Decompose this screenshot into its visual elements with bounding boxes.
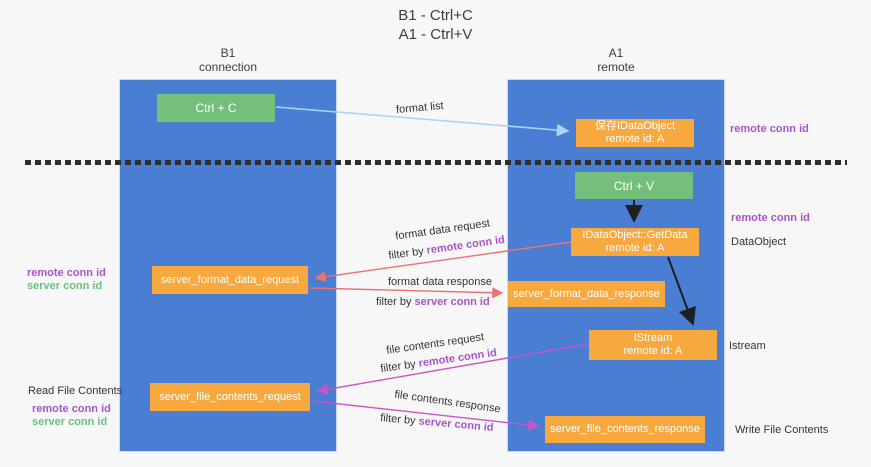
filter-by-text: filter by: [387, 244, 428, 263]
server-format-data-response-box: server_format_data_response: [508, 281, 665, 307]
title-line-1: B1 - Ctrl+C: [398, 7, 473, 24]
title-line-2: A1 - Ctrl+V: [398, 26, 473, 43]
server-file-contents-response-box: server_file_contents_response: [545, 416, 705, 443]
istream-line1: IStream: [633, 332, 673, 344]
server-format-data-request-label: server_format_data_request: [160, 273, 300, 286]
lane-b1-subtitle: connection: [198, 60, 258, 74]
istream-box: IStream remote id: A: [589, 330, 717, 360]
filter-by-text: filter by: [379, 412, 420, 428]
save-idataobject-box: 保存IDataObject remote id: A: [576, 119, 694, 147]
lane-a1-title: A1: [608, 46, 624, 60]
remote-conn-id-text: remote conn id: [425, 233, 506, 257]
format-list-label: format list: [395, 99, 445, 117]
idataobject-getdata-box: IDataObject::GetData remote id: A: [571, 228, 699, 256]
write-file-contents-note: Write File Contents: [735, 424, 829, 436]
getdata-line1: IDataObject::GetData: [582, 229, 688, 241]
ctrl-c-box: Ctrl + C: [157, 94, 275, 122]
server-format-data-request-box: server_format_data_request: [152, 266, 308, 294]
read-file-contents-note: Read File Contents: [28, 385, 123, 397]
server-conn-id-note-left-2: server conn id: [32, 416, 108, 428]
dataobject-note: DataObject: [731, 236, 787, 248]
lane-a1-subtitle: remote: [597, 60, 635, 74]
ctrl-c-label: Ctrl + C: [195, 101, 237, 115]
ctrl-v-box: Ctrl + V: [575, 172, 693, 199]
filter-by-server-conn-id-label-1: filter by server conn id: [376, 296, 490, 308]
server-format-data-response-label: server_format_data_response: [513, 287, 660, 300]
server-file-contents-request-label: server_file_contents_request: [159, 390, 301, 403]
lane-b1-title: B1: [220, 46, 236, 60]
server-conn-id-text: server conn id: [418, 415, 495, 434]
remote-conn-id-note-2: remote conn id: [731, 212, 810, 224]
save-idataobject-line2: remote id: A: [605, 133, 665, 145]
remote-conn-id-note-left-1: remote conn id: [27, 267, 106, 279]
remote-conn-id-note-left-2: remote conn id: [32, 403, 111, 415]
getdata-line2: remote id: A: [605, 242, 665, 254]
diagram-title: B1 - Ctrl+C A1 - Ctrl+V: [0, 6, 871, 44]
format-data-response-label: format data response: [388, 276, 492, 288]
format-data-response-arrow: [309, 287, 504, 299]
filter-by-text: filter by: [376, 296, 415, 308]
phase-separator-dashed-line: [25, 160, 847, 165]
server-conn-id-text: server conn id: [414, 296, 490, 308]
istream-note: Istream: [729, 340, 766, 352]
server-file-contents-response-label: server_file_contents_response: [550, 423, 700, 435]
lane-header-b1: B1 connection: [119, 46, 337, 74]
filter-by-server-conn-id-label-2: filter by server conn id: [380, 412, 494, 434]
remote-conn-id-note-1: remote conn id: [730, 123, 809, 135]
server-file-contents-request-box: server_file_contents_request: [150, 383, 310, 411]
lane-header-a1: A1 remote: [507, 46, 725, 74]
server-conn-id-note-left-1: server conn id: [27, 280, 103, 292]
ctrl-v-label: Ctrl + V: [613, 178, 655, 193]
filter-by-text: filter by: [379, 357, 420, 376]
file-contents-response-label: file contents response: [393, 388, 502, 416]
istream-line2: remote id: A: [623, 345, 683, 357]
save-idataobject-line1: 保存IDataObject: [594, 120, 676, 132]
